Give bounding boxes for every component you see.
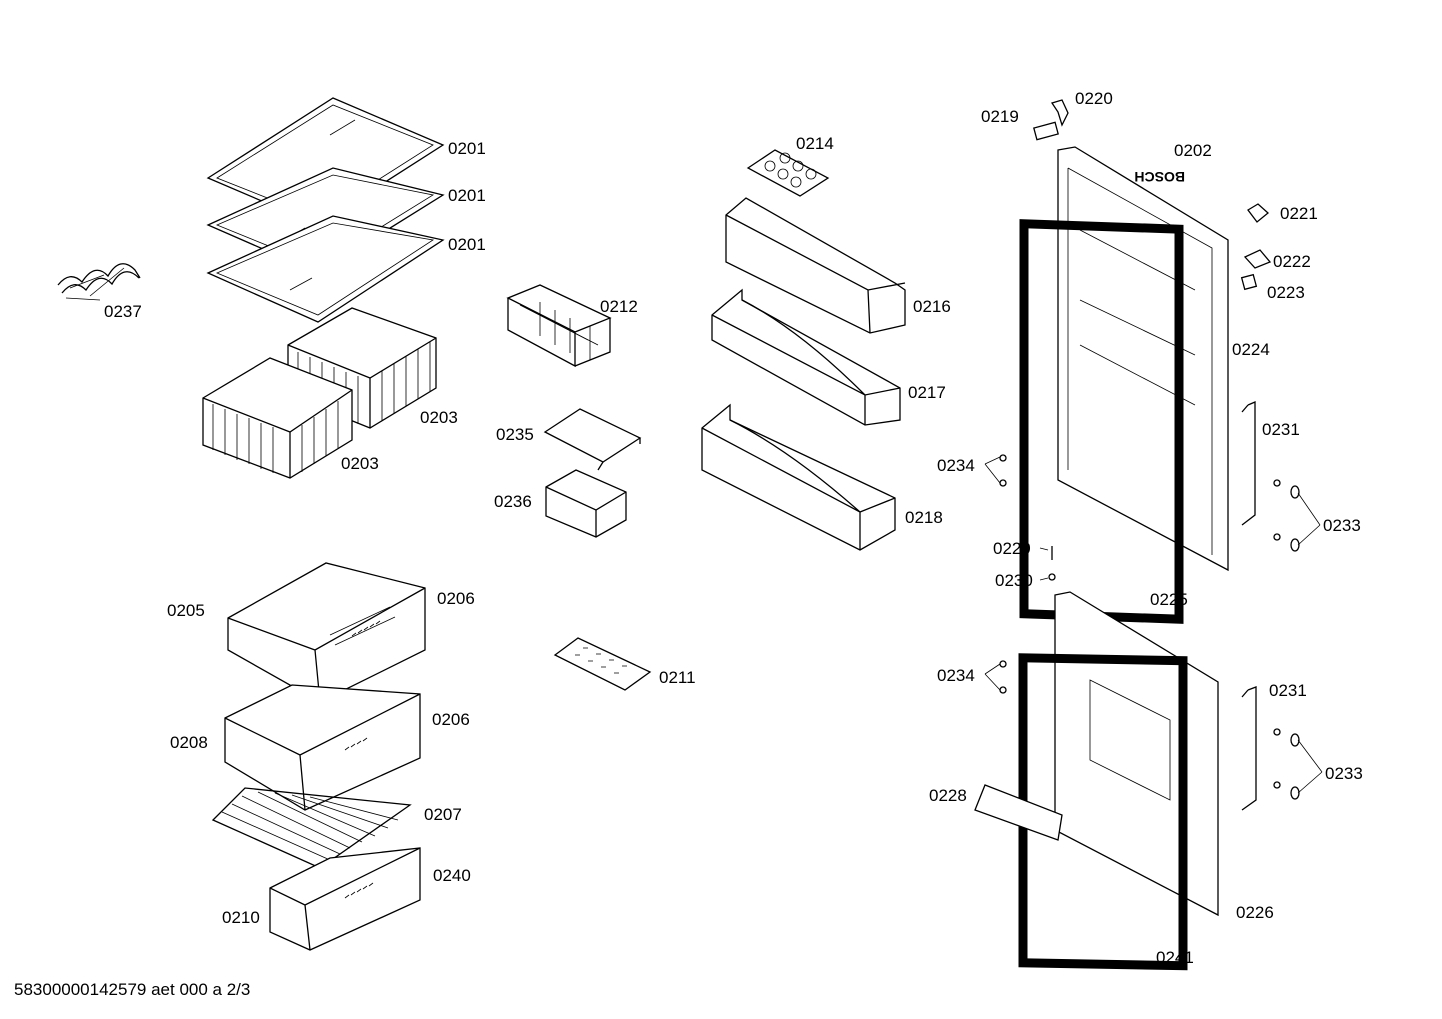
handle-upper [1241,401,1256,526]
hinge-cover-0219 [1033,121,1059,141]
part-label-0223: 0223 [1267,283,1305,302]
door-bins-drawing [701,197,906,551]
door-bin-0218 [701,403,896,551]
leader-lines [984,456,1323,794]
part-label-0212: 0212 [600,297,638,316]
glass-shelf-3 [206,215,445,323]
part-label-0211: 0211 [659,668,696,687]
glass-shelves-drawing [206,97,445,323]
part-label-0203-a: 0203 [420,408,458,427]
part-label-0224: 0224 [1232,340,1270,359]
cap-0222 [1243,249,1272,269]
part-label-0234-a: 0234 [937,456,975,475]
part-labels: 0201 0201 0201 0237 0203 0203 0212 0235 … [104,89,1363,967]
bottle-rack-drawing [57,263,141,301]
part-label-0233-b: 0233 [1325,764,1363,783]
hinge-0220 [1050,99,1069,127]
part-label-0206-b: 0206 [432,710,470,729]
part-label-0231-b: 0231 [1269,681,1307,700]
small-box-0236-drawing [545,469,627,538]
screws-upper [999,454,1300,552]
lower-door-drawing [974,591,1219,971]
door-hardware-drawing [999,99,1300,811]
wire-shelf-drawing [211,787,412,869]
part-label-0233-a: 0233 [1323,516,1361,535]
drawing-reference-footer: 58300000142579 aet 000 a 2/3 [14,980,251,999]
part-label-0201-a: 0201 [448,139,486,158]
part-label-0225: 0225 [1150,590,1188,609]
part-label-0208: 0208 [170,733,208,752]
part-label-0205: 0205 [167,601,205,620]
part-label-0241: 0241 [1156,948,1194,967]
part-label-0228: 0228 [929,786,967,805]
door-bin-0217 [711,288,901,426]
part-label-0202: 0202 [1174,141,1212,160]
part-label-0220: 0220 [1075,89,1113,108]
part-label-0240: 0240 [433,866,471,885]
door-bin-0216 [725,197,906,334]
part-label-0230: 0230 [995,571,1033,590]
small-shelf-0235-drawing [543,408,642,471]
wire-basket-front [202,357,353,479]
crisper-drawer-lower [224,684,421,811]
screws-lower [999,660,1300,800]
freezer-drawer-drawing [269,847,421,951]
part-label-0216: 0216 [913,297,951,316]
brand-mark: BOSCH [1134,169,1185,185]
part-label-0203-b: 0203 [341,454,379,473]
part-label-0231-a: 0231 [1262,420,1300,439]
part-label-0207: 0207 [424,805,462,824]
ice-tray-drawing [553,637,652,691]
crisper-drawer-upper [227,562,426,703]
part-label-0210: 0210 [222,908,260,927]
part-label-0226: 0226 [1236,903,1274,922]
washer-0230 [1048,573,1056,581]
part-label-0234-b: 0234 [937,666,975,685]
part-label-0201-c: 0201 [448,235,486,254]
part-label-0206-a: 0206 [437,589,475,608]
handle-lower [1241,686,1257,811]
upper-door-drawing: BOSCH [1019,146,1229,624]
part-label-0219: 0219 [981,107,1019,126]
part-label-0236: 0236 [494,492,532,511]
part-label-0218: 0218 [905,508,943,527]
cap-0223 [1240,273,1258,291]
part-label-0237: 0237 [104,302,142,321]
part-label-0214: 0214 [796,134,834,153]
wire-baskets-drawing [202,307,437,479]
wire-holder-drawing [506,284,612,368]
part-label-0222: 0222 [1273,252,1311,271]
part-label-0221: 0221 [1280,204,1318,223]
part-label-0229: 0229 [993,539,1031,558]
cap-0221 [1247,203,1269,223]
crisper-drawers-drawing [224,562,426,811]
part-label-0235: 0235 [496,425,534,444]
part-label-0217: 0217 [908,383,946,402]
door-trim-0228 [974,784,1063,841]
part-label-0201-b: 0201 [448,186,486,205]
egg-tray-drawing [746,149,830,197]
